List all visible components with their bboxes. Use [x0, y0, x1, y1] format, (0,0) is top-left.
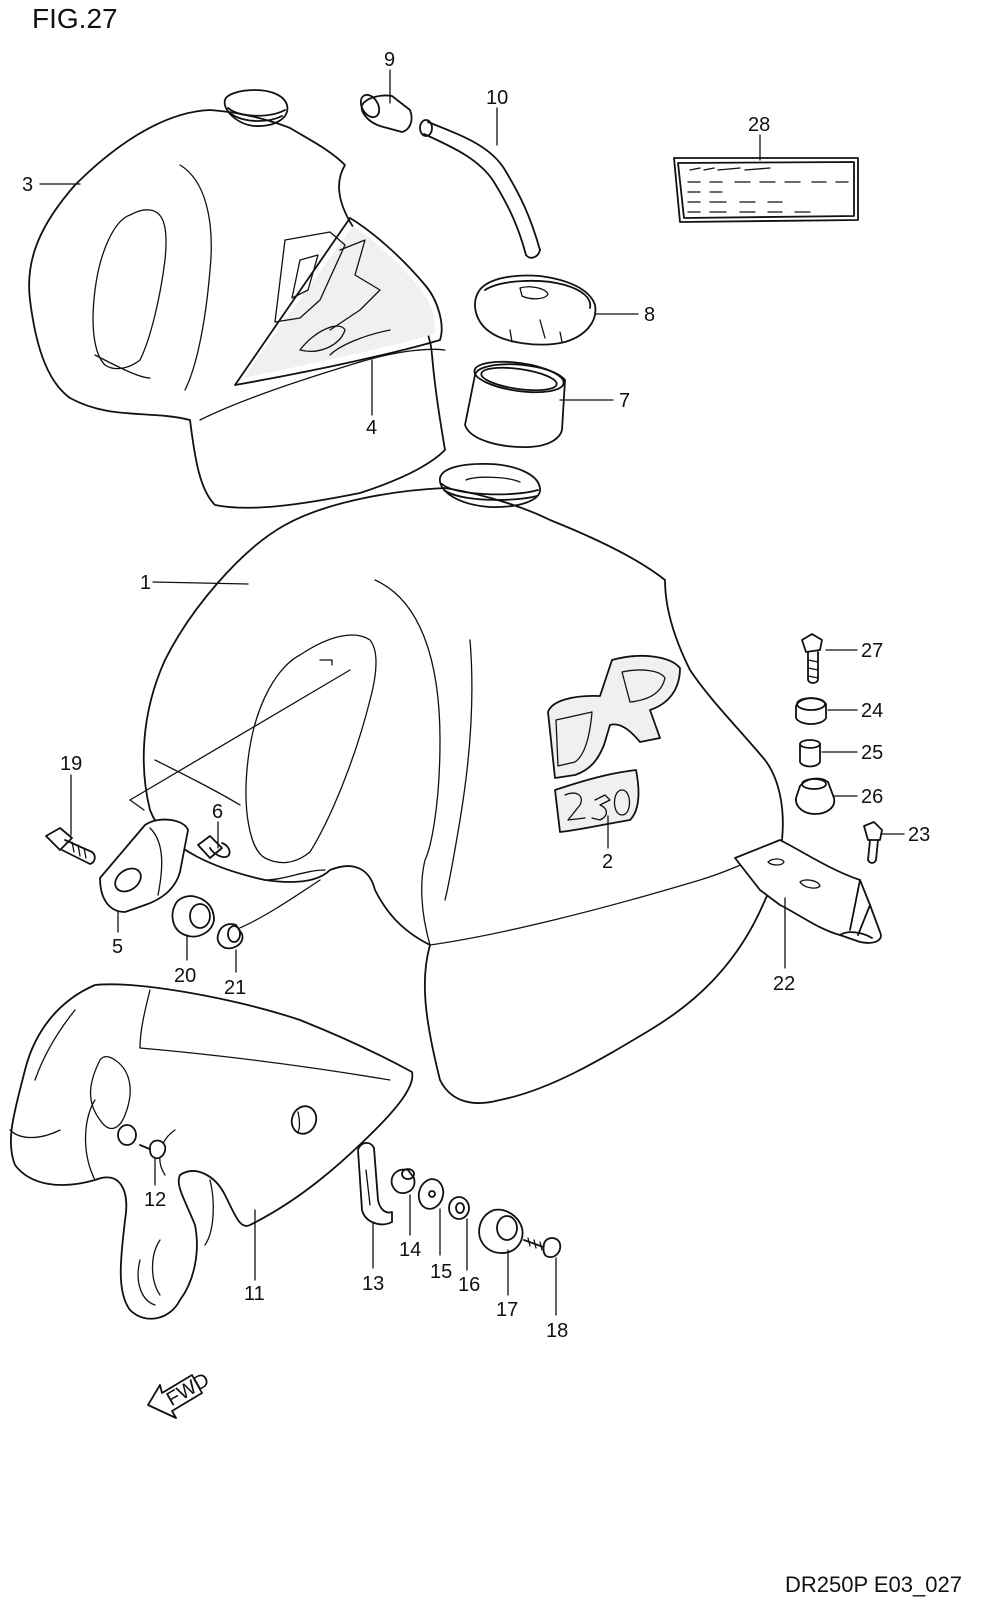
part-11-side-cover — [9, 983, 414, 1320]
callout-20: 20 — [174, 965, 196, 987]
callout-18: 18 — [546, 1320, 568, 1342]
callout-10: 10 — [486, 87, 508, 109]
part-23-bolt — [863, 821, 883, 864]
callout-8: 8 — [644, 304, 655, 326]
callout-7: 7 — [619, 390, 630, 412]
callout-3: 3 — [22, 174, 33, 196]
callout-6: 6 — [212, 801, 223, 823]
part-7-filler-ring — [464, 360, 566, 448]
callout-17: 17 — [496, 1299, 518, 1321]
part-16-nut — [448, 1196, 470, 1220]
callout-24: 24 — [861, 700, 883, 722]
fwd-arrow-icon: FWD — [147, 1369, 213, 1419]
part-19-bolt — [45, 827, 96, 865]
part-5-bracket — [99, 818, 189, 913]
callout-4: 4 — [366, 417, 377, 439]
callout-13: 13 — [362, 1273, 384, 1295]
part-15-washer — [417, 1178, 445, 1210]
part-10-breather-hose — [419, 119, 541, 259]
callout-19: 19 — [60, 753, 82, 775]
part-28-caution-label — [673, 157, 859, 223]
part-9-breather-cap — [359, 93, 413, 133]
part-12-screw — [139, 1139, 167, 1160]
figure-title: FIG.27 — [32, 3, 118, 34]
part-1-fuel-tank — [129, 463, 786, 1104]
callout-22: 22 — [773, 973, 795, 995]
part-18-bolt — [523, 1237, 562, 1258]
callout-9: 9 — [384, 49, 395, 71]
part-27-bolt — [801, 633, 823, 684]
part-26-cushion — [795, 777, 836, 815]
part-21-collar — [216, 923, 244, 950]
callout-5: 5 — [112, 936, 123, 958]
part-25-collar — [799, 739, 821, 768]
callout-21: 21 — [224, 977, 246, 999]
callout-12: 12 — [144, 1189, 166, 1211]
callout-23: 23 — [908, 824, 930, 846]
part-22-rear-bracket — [734, 839, 882, 944]
drawing-code: DR250P E03_027 — [785, 1572, 962, 1597]
callout-16: 16 — [458, 1274, 480, 1296]
callout-1: 1 — [140, 572, 151, 594]
callout-11: 11 — [244, 1283, 265, 1305]
part-17-cushion — [478, 1208, 524, 1254]
part-20-cushion — [171, 895, 215, 938]
part-6-bolt — [197, 835, 231, 859]
part-13-clamp — [357, 1142, 393, 1226]
part-24-washer — [795, 697, 827, 725]
callout-labels: 3 4 9 10 28 8 7 1 2 6 19 5 20 21 27 24 2… — [22, 49, 930, 1342]
callout-26: 26 — [861, 786, 883, 808]
part-3-tank-cover — [28, 89, 446, 509]
callout-2: 2 — [602, 851, 613, 873]
callout-25: 25 — [861, 742, 883, 764]
part-14-collar — [390, 1168, 416, 1194]
leader-lines — [39, 69, 905, 1316]
callout-27: 27 — [861, 640, 883, 662]
part-2-dr250-decal — [547, 654, 681, 833]
callout-15: 15 — [430, 1261, 452, 1283]
callout-28: 28 — [748, 114, 770, 136]
part-8-fuel-cap — [474, 274, 597, 346]
callout-14: 14 — [399, 1239, 421, 1261]
fwd-arrow-text: FWD — [163, 1369, 213, 1411]
